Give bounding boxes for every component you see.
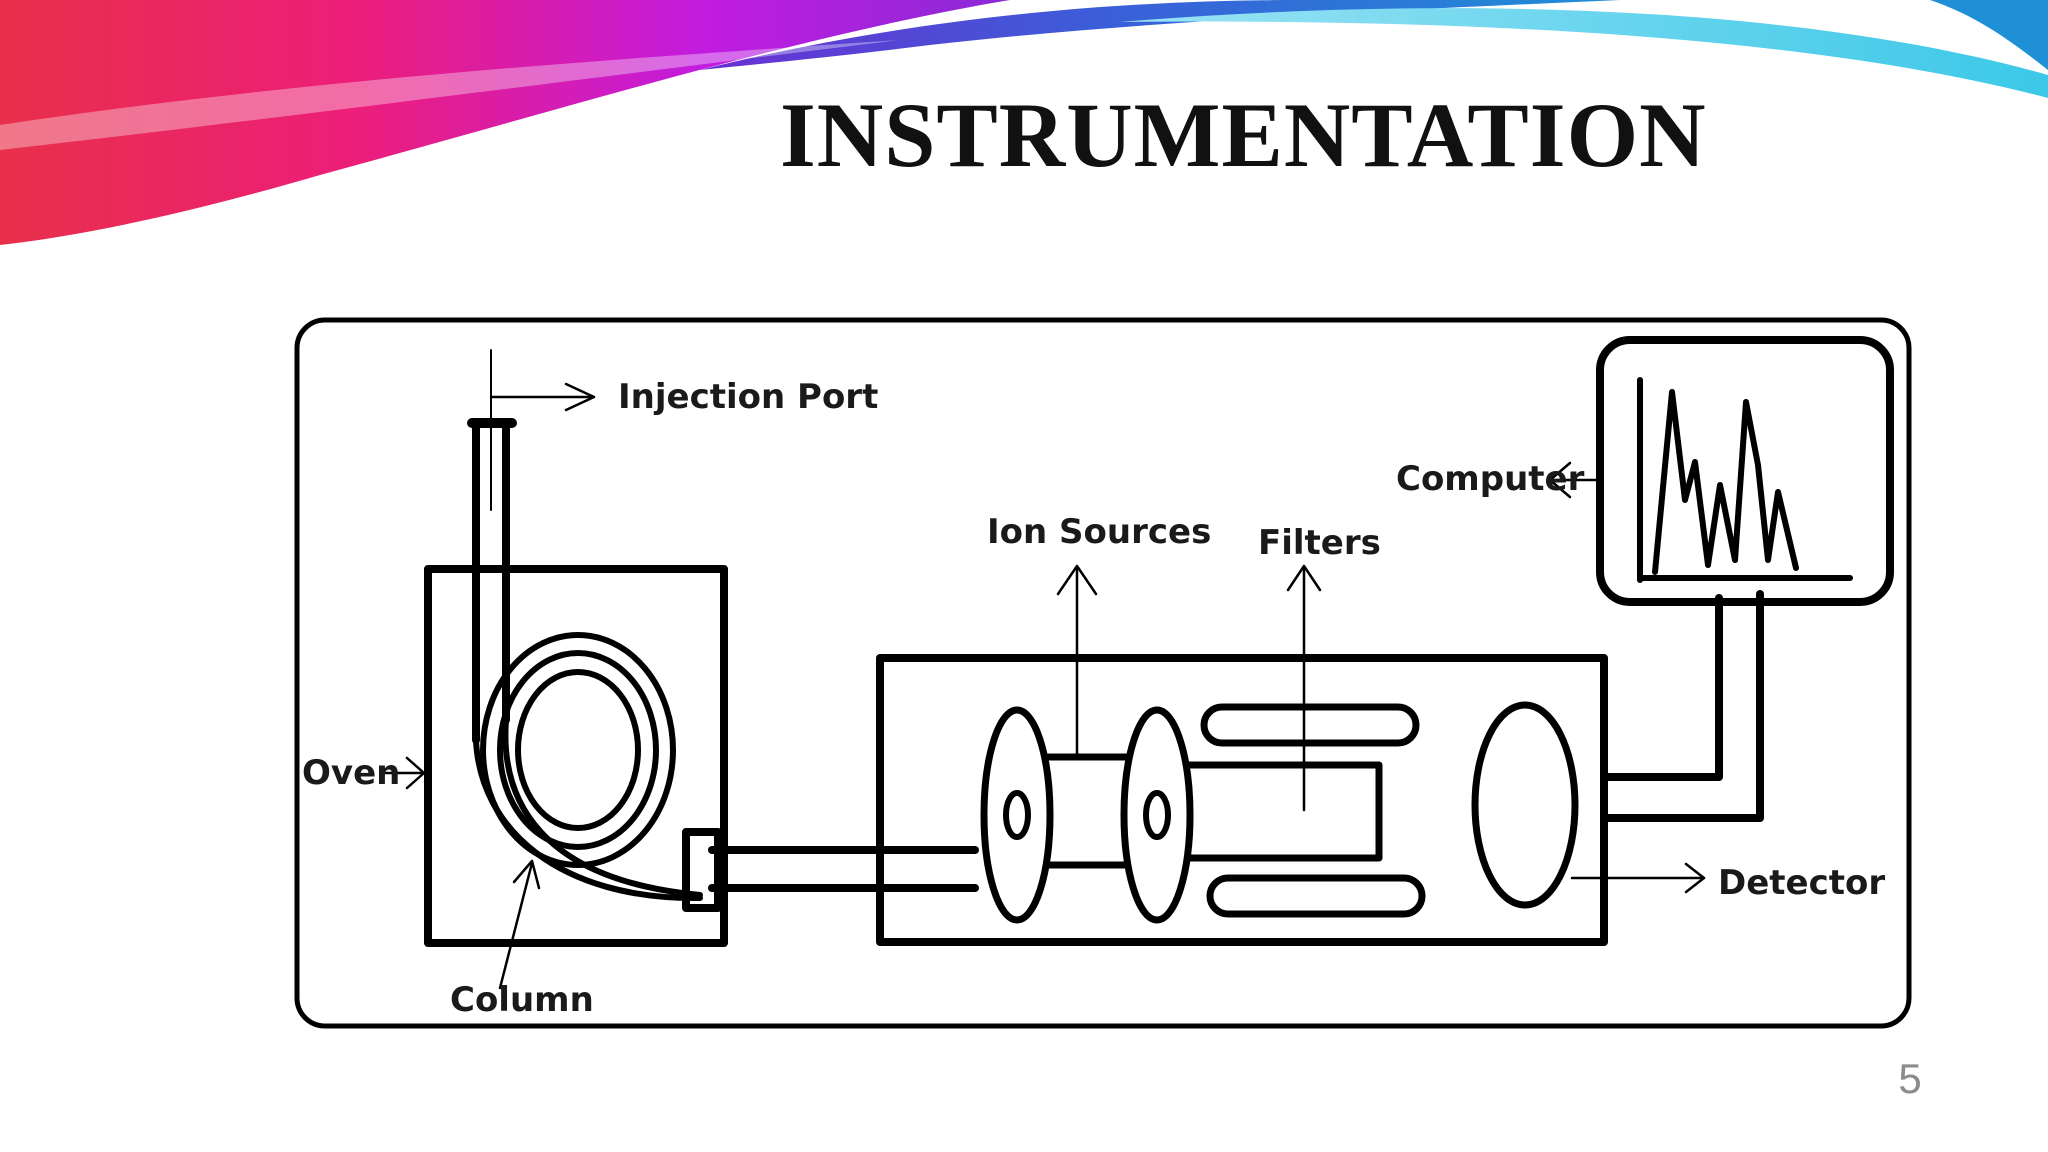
slide-title: INSTRUMENTATION [780,84,1707,186]
detector-ellipse [1471,701,1579,909]
oven-arrow [383,756,426,790]
swoosh-cyan-band [1120,8,2048,98]
label-oven: Oven [302,753,400,793]
label-injection-port: Injection Port [618,377,878,417]
swoosh-warm-band [0,0,1010,245]
chromatogram-plot [1637,377,1853,583]
column-arrow [498,859,541,990]
computer-cable [1604,590,1764,822]
injection-port-tube [467,349,517,744]
detector-arrow [1570,862,1706,894]
label-filters: Filters [1258,523,1381,563]
filters-arrow [1286,564,1322,812]
mass-spectrometer-box [876,654,1608,946]
oven-box [424,565,728,947]
swoosh-white-streak [0,40,900,150]
filter-rods [1184,703,1426,918]
label-ion-sources: Ion Sources [987,512,1211,552]
label-arrows [383,382,1706,990]
coiled-column [473,632,703,902]
diagram-frame [294,317,1912,1029]
label-column: Column [450,980,594,1020]
swoosh-blue-corner [1930,0,2048,70]
label-detector: Detector [1718,863,1885,903]
label-computer: Computer [1396,459,1585,499]
swoosh-cool-band [700,0,1620,70]
injection-port-arrow [489,382,596,412]
ion-source [980,706,1194,924]
ion-sources-arrow [1056,564,1098,760]
header-swoosh-decoration [0,0,2048,245]
page-number: 5 [1898,1055,1922,1102]
computer-monitor [1596,336,1894,606]
computer-arrow [1548,461,1600,499]
column-connector [682,828,722,912]
